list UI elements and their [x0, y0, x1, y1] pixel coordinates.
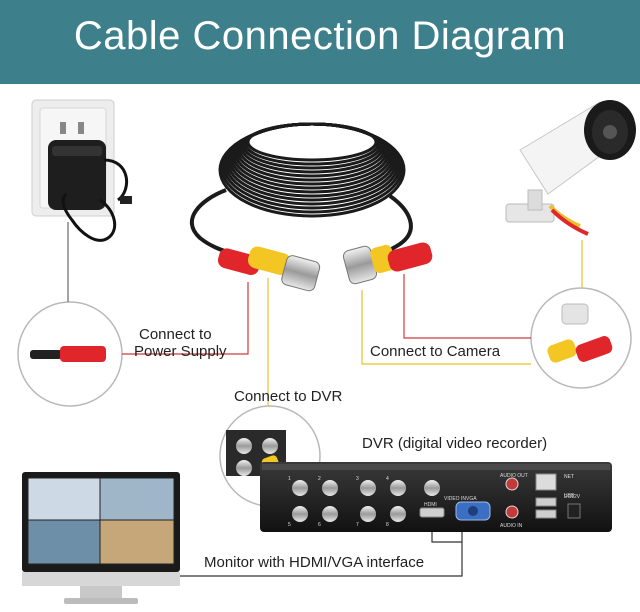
cable-right-plugs	[342, 241, 434, 285]
camera-label: Connect to Camera	[370, 343, 500, 360]
dvr-vga-label: VGA	[466, 496, 477, 502]
dvr-port-number: 5	[288, 522, 291, 528]
power-supply-label-line1: Connect to	[139, 326, 212, 343]
dvr-audio-out-label: AUDIO OUT	[500, 473, 528, 479]
power-plug-callout	[18, 302, 122, 406]
monitor-illustration	[22, 472, 180, 604]
dvr-back-panel-illustration	[260, 462, 612, 532]
dvr-port-number: 4	[386, 476, 389, 482]
dvr-dc12v-label: DC12V	[564, 494, 581, 500]
dvr-port-number: 8	[386, 522, 389, 528]
dvr-audio-in-label: AUDIO IN	[500, 523, 523, 529]
dvr-port-number: 1	[288, 476, 291, 482]
dvr-video-label: VIDEO IN	[444, 496, 466, 502]
dvr-port-number: 2	[318, 476, 321, 482]
camera-plug-callout	[531, 288, 631, 388]
security-camera-illustration	[506, 100, 636, 234]
coiled-bnc-cable-illustration	[192, 124, 411, 258]
dvr-vga-port	[456, 502, 490, 520]
dvr-net-label: NET	[564, 474, 574, 480]
power-supply-label-line2: Power Supply	[134, 343, 227, 360]
dvr-hdmi-port	[420, 508, 444, 517]
dvr-connect-label: Connect to DVR	[234, 388, 342, 405]
dvr-title-label: DVR (digital video recorder)	[362, 435, 547, 452]
power-adapter-illustration	[48, 140, 132, 240]
dvr-port-number: 7	[356, 522, 359, 528]
dvr-port-number: 6	[318, 522, 321, 528]
dvr-hdmi-label: HDMI	[424, 502, 437, 508]
dvr-port-number: 3	[356, 476, 359, 482]
monitor-label: Monitor with HDMI/VGA interface	[204, 554, 424, 571]
